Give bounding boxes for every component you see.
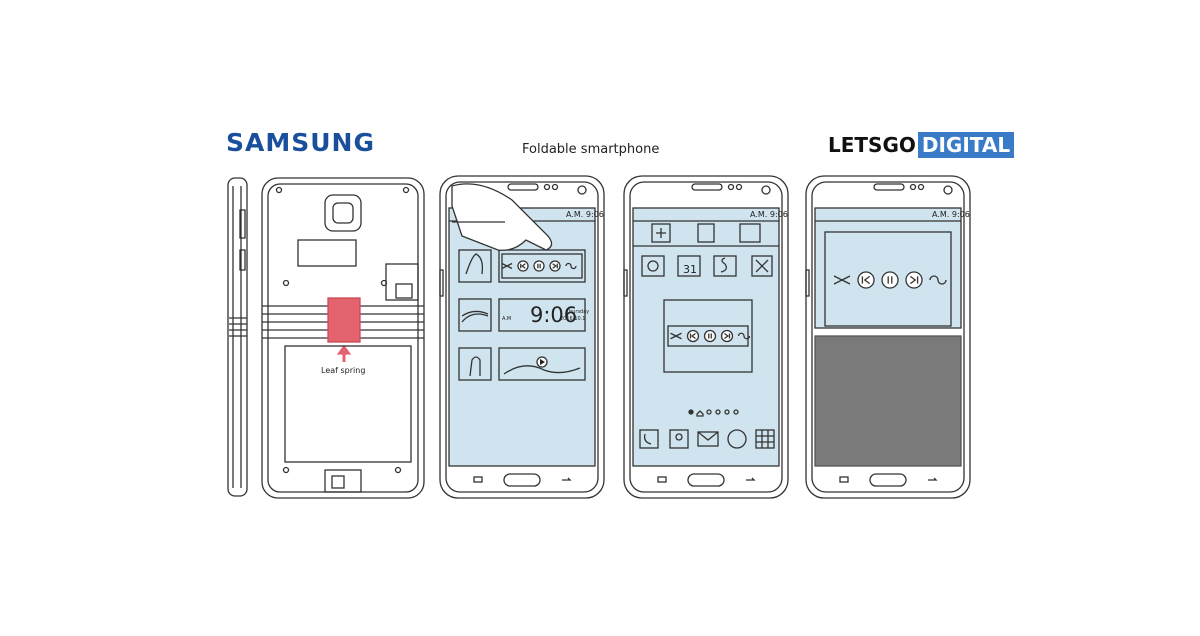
- finger-illustration: [451, 183, 553, 251]
- music-controls-group: [501, 260, 947, 343]
- music-widget[interactable]: [498, 249, 586, 283]
- clock-time: 9:06: [530, 303, 577, 327]
- shuffle-icon[interactable]: [501, 262, 513, 270]
- phone-4: A.M. 9:06: [805, 175, 971, 499]
- letsgodigital-logo: LETSGO DIGITAL: [828, 132, 1015, 158]
- phone-side-profile: [227, 177, 248, 497]
- status-bar-time: A.M. 9:06: [932, 210, 970, 219]
- pause-icon-glyph: [537, 263, 541, 269]
- clock-date: 2016.10.1: [560, 316, 585, 322]
- repeat-icon[interactable]: [565, 262, 577, 270]
- clock-ampm: A.M: [502, 316, 511, 322]
- repeat-icon[interactable]: [737, 332, 751, 340]
- next-icon-glyph: [552, 263, 558, 269]
- floating-music-widget[interactable]: [663, 299, 753, 373]
- shuffle-icon[interactable]: [833, 275, 851, 285]
- video-thumbnail: [458, 347, 492, 381]
- calendar-day: 31: [683, 263, 697, 276]
- browser-icon[interactable]: [727, 429, 747, 449]
- notes-icon[interactable]: [713, 255, 737, 277]
- arrow-up-icon: [336, 344, 352, 355]
- home-indicator-icon: [696, 410, 704, 417]
- previous-icon-glyph: [689, 333, 696, 339]
- photo-thumbnail: [458, 298, 492, 332]
- edit-icon[interactable]: [739, 223, 761, 243]
- apps-grid-icon[interactable]: [755, 429, 775, 449]
- phone-icon[interactable]: [639, 429, 659, 449]
- back-key-icon[interactable]: [928, 477, 938, 481]
- clock-widget: [498, 298, 586, 332]
- phone-4-screen-top: [814, 207, 962, 329]
- phone-back-internal: Leaf spring: [261, 177, 425, 499]
- repeat-icon[interactable]: [929, 275, 947, 285]
- clock-day: Thursday: [565, 309, 589, 315]
- home-button[interactable]: [869, 473, 907, 487]
- camera-icon[interactable]: [641, 255, 665, 277]
- back-key-icon[interactable]: [746, 477, 756, 481]
- status-bar-time: A.M. 9:06: [750, 210, 788, 219]
- home-button[interactable]: [687, 473, 725, 487]
- logo-part-letsgo: LETSGO: [828, 133, 916, 157]
- home-button[interactable]: [503, 473, 541, 487]
- logo-part-digital: DIGITAL: [917, 132, 1015, 158]
- status-bar-time: A.M. 9:06: [566, 210, 604, 219]
- expanded-music-widget[interactable]: [824, 231, 952, 327]
- contacts-icon[interactable]: [669, 429, 689, 449]
- video-icon[interactable]: [751, 255, 773, 277]
- play-icon: [540, 359, 545, 365]
- next-icon-glyph: [910, 275, 919, 285]
- pause-icon[interactable]: [703, 329, 717, 343]
- phone-2: A.M. 9:06 9:06 A.M Thursday 2016.10.1: [439, 175, 605, 499]
- previous-icon[interactable]: [857, 271, 875, 289]
- next-icon[interactable]: [905, 271, 923, 289]
- pause-icon-glyph: [708, 333, 712, 339]
- leaf-spring-highlight: [327, 297, 361, 343]
- leaf-spring-label: Leaf spring: [321, 366, 365, 375]
- next-icon-glyph: [724, 333, 731, 339]
- pause-icon[interactable]: [533, 260, 545, 272]
- previous-icon-glyph: [861, 275, 870, 285]
- add-icon[interactable]: [651, 223, 671, 243]
- page-title: Foldable smartphone: [522, 142, 660, 157]
- phone-2-screen: [448, 207, 596, 467]
- mail-icon[interactable]: [697, 431, 719, 447]
- video-widget[interactable]: [498, 347, 586, 381]
- samsung-logo: SAMSUNG: [226, 128, 375, 157]
- pause-icon-glyph: [887, 276, 893, 284]
- back-key-icon[interactable]: [562, 477, 572, 481]
- trash-icon[interactable]: [697, 223, 715, 243]
- pause-icon[interactable]: [881, 271, 899, 289]
- music-thumbnail: [458, 249, 492, 283]
- calendar-icon[interactable]: [677, 255, 701, 277]
- phone-4-screen-folded: [814, 335, 962, 467]
- previous-icon-glyph: [520, 263, 526, 269]
- shuffle-icon[interactable]: [670, 332, 682, 340]
